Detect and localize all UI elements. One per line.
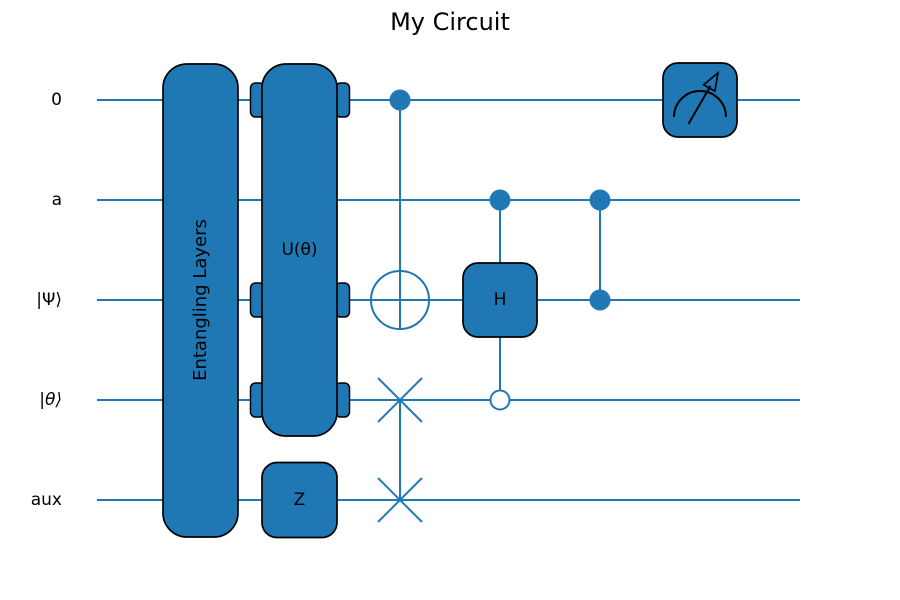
gate-u-theta: U(θ) — [249, 63, 351, 437]
h-box — [462, 262, 538, 338]
measurement-box — [662, 62, 738, 138]
u-theta-label: U(θ) — [281, 240, 317, 260]
cz-control-dot-psi — [589, 289, 611, 311]
ch-control-dot — [489, 189, 511, 211]
cnot-control-dot — [389, 89, 411, 111]
cz-control-dot-a — [589, 189, 611, 211]
z-label: Z — [294, 490, 306, 510]
measurement-gauge-icon — [673, 70, 727, 125]
wire-label-theta: |θ⟩ — [39, 390, 62, 410]
z-box — [261, 461, 338, 539]
ch-open-control — [489, 389, 511, 411]
gate-cnot — [370, 89, 430, 330]
gate-cz — [589, 189, 611, 311]
circuit-title: My Circuit — [390, 8, 510, 36]
entangling-layers-box — [162, 63, 239, 538]
cnot-target-icon — [370, 270, 430, 330]
wire-label-psi: |Ψ⟩ — [36, 290, 62, 310]
swap-cross-aux-icon — [377, 477, 423, 523]
swap-cross-theta-icon — [377, 377, 423, 423]
gate-swap — [377, 377, 423, 523]
h-label: H — [494, 290, 507, 310]
wire-label-0: 0 — [51, 90, 62, 110]
wire-label-a: a — [52, 190, 62, 210]
u-theta-box — [261, 63, 338, 437]
gate-controlled-h: H — [462, 189, 538, 411]
gate-entangling-layers: Entangling Layers — [162, 63, 239, 538]
entangling-layers-label: Entangling Layers — [190, 219, 211, 381]
measurement-frame — [662, 62, 738, 138]
wire-label-aux: aux — [31, 490, 62, 510]
gate-z: Z — [261, 461, 338, 539]
